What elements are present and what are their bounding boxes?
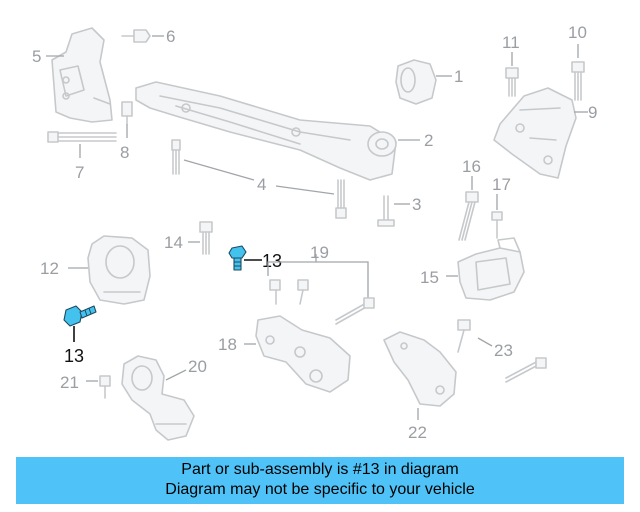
callout-14: 14	[164, 233, 183, 252]
part-10-bolt	[571, 61, 585, 101]
callout-23: 23	[494, 341, 513, 360]
callout-10: 10	[568, 23, 587, 42]
part-13-bolt-upper	[228, 245, 247, 271]
part-12-mount	[87, 235, 151, 305]
part-1-mount	[395, 59, 437, 105]
part-5-bracket	[51, 27, 113, 123]
part-15-mount	[457, 237, 525, 301]
callout-19: 19	[310, 243, 329, 262]
part-20-mount	[121, 355, 195, 441]
part-7-bolt	[47, 131, 117, 143]
callout-13-lower: 13	[64, 346, 84, 366]
parts-diagram: 5 6 7 8 2 1	[32, 23, 597, 442]
part-16-bolt	[458, 191, 479, 241]
callout-5: 5	[32, 47, 41, 66]
callout-4: 4	[257, 175, 266, 194]
part-21-bolt	[99, 375, 111, 399]
callout-1: 1	[454, 67, 463, 86]
callout-8: 8	[120, 143, 129, 162]
part-17-bolt	[491, 211, 503, 239]
part-22-bracket	[383, 331, 457, 407]
callout-9: 9	[588, 103, 597, 122]
part-19-bolts	[267, 254, 375, 325]
callout-6: 6	[166, 27, 175, 46]
part-6-nut	[121, 29, 151, 43]
part-13-bolt-lower	[63, 305, 97, 327]
callout-15: 15	[420, 268, 439, 287]
part-2-crossmember	[135, 81, 397, 181]
part-11-bolt	[505, 67, 519, 97]
part-9-bracket	[493, 87, 577, 179]
part-8-clip	[121, 101, 133, 125]
part-4-bolts	[171, 139, 347, 219]
banner-line-2: Diagram may not be specific to your vehi…	[165, 481, 475, 498]
callout-22: 22	[408, 423, 427, 442]
callout-2: 2	[424, 131, 433, 150]
part-23-bolts	[457, 319, 547, 383]
callout-3: 3	[412, 195, 421, 214]
callout-18: 18	[218, 335, 237, 354]
part-18-bracket	[255, 315, 351, 393]
callout-17: 17	[492, 175, 511, 194]
part-14-bolt	[199, 221, 213, 255]
callout-12: 12	[40, 259, 59, 278]
banner-line-1: Part or sub-assembly is #13 in diagram	[181, 461, 459, 478]
callout-21: 21	[60, 373, 79, 392]
callout-11: 11	[502, 33, 520, 52]
callout-16: 16	[462, 157, 481, 176]
callout-7: 7	[75, 163, 84, 182]
callout-20: 20	[188, 357, 207, 376]
info-banner: Part or sub-assembly is #13 in diagram D…	[16, 457, 624, 504]
callout-13-upper: 13	[262, 251, 282, 271]
part-3-stud	[377, 195, 395, 227]
